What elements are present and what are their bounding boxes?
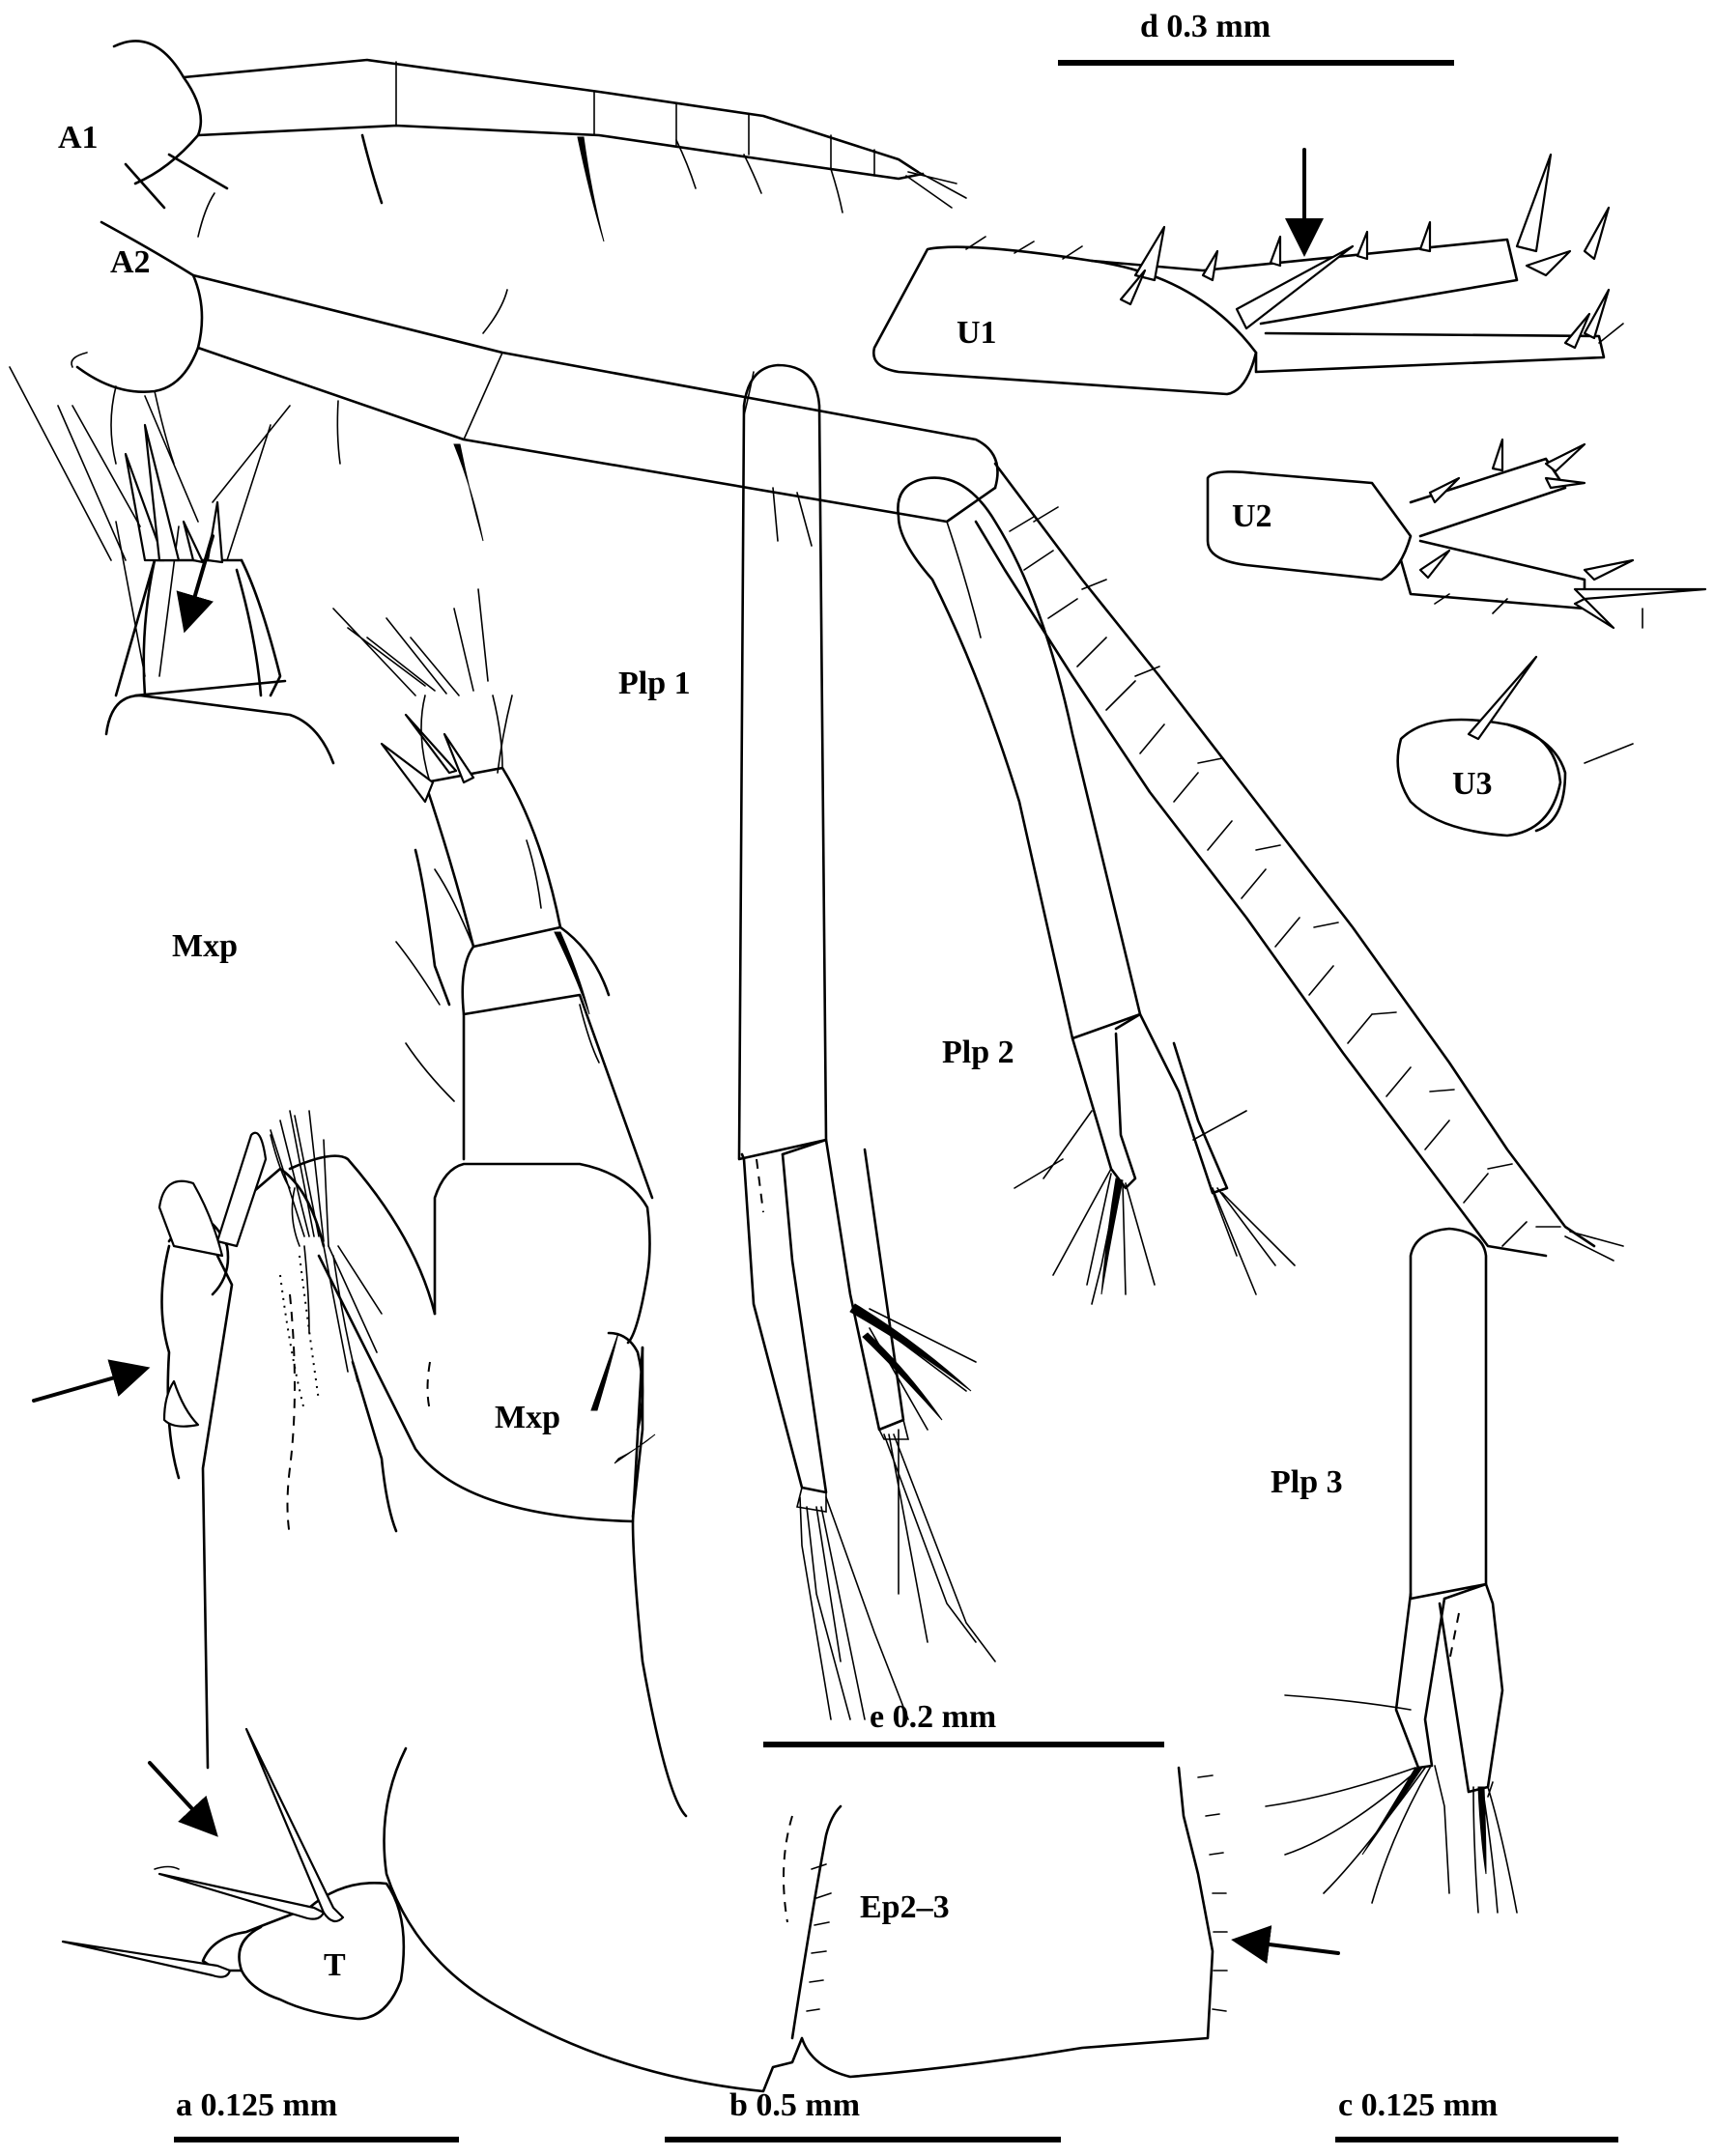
label-u1: U1 [957,315,997,351]
antenna-1-drawing [112,40,967,242]
scale-bar-a: a 0.125 mm [174,2087,459,2142]
scale-label-a: a 0.125 mm [176,2087,337,2123]
uropod-1-drawing [872,153,1624,396]
telson-drawing [61,1727,406,2021]
label-telson: T [324,1947,346,1983]
label-a2: A2 [110,244,151,280]
label-plp1: Plp 1 [618,666,691,701]
scale-bar-c: c 0.125 mm [1335,2087,1618,2142]
label-a1: A1 [58,120,99,156]
scale-label-c: c 0.125 mm [1338,2087,1498,2123]
scale-bar-e: e 0.2 mm [763,1699,1164,1747]
epimeral-plate-drawing [383,1746,1228,2093]
label-mxp-top: Mxp [172,928,238,964]
pleopod-1-drawing [737,363,996,1720]
antenna-2-drawing [71,192,1624,1262]
label-u2: U2 [1232,498,1272,534]
arrow-telson [148,1761,218,1837]
pleopod-2-drawing [897,476,1296,1305]
uropod-2-drawing [1206,438,1707,630]
arrow-mxp-top [176,534,214,634]
scale-bar-b: b 0.5 mm [665,2087,1061,2142]
scale-label-e: e 0.2 mm [870,1699,996,1735]
label-mxp-main: Mxp [495,1400,560,1435]
arrow-mxp [32,1359,151,1403]
arrow-ep [1231,1925,1340,1964]
maxilliped-drawing [157,588,688,1818]
label-plp3: Plp 3 [1271,1464,1343,1500]
uropod-3-drawing [1396,655,1634,837]
label-u3: U3 [1452,766,1493,802]
annotation-arrows [32,148,1340,1964]
scale-label-d: d 0.3 mm [1140,9,1271,44]
scale-label-b: b 0.5 mm [729,2087,860,2123]
label-ep: Ep2–3 [860,1889,950,1925]
maxilliped-palp-drawing [9,366,335,765]
label-plp2: Plp 2 [942,1035,1014,1070]
scale-bar-d: d 0.3 mm [1058,9,1454,66]
pleopod-3-drawing [1265,1227,1518,1914]
